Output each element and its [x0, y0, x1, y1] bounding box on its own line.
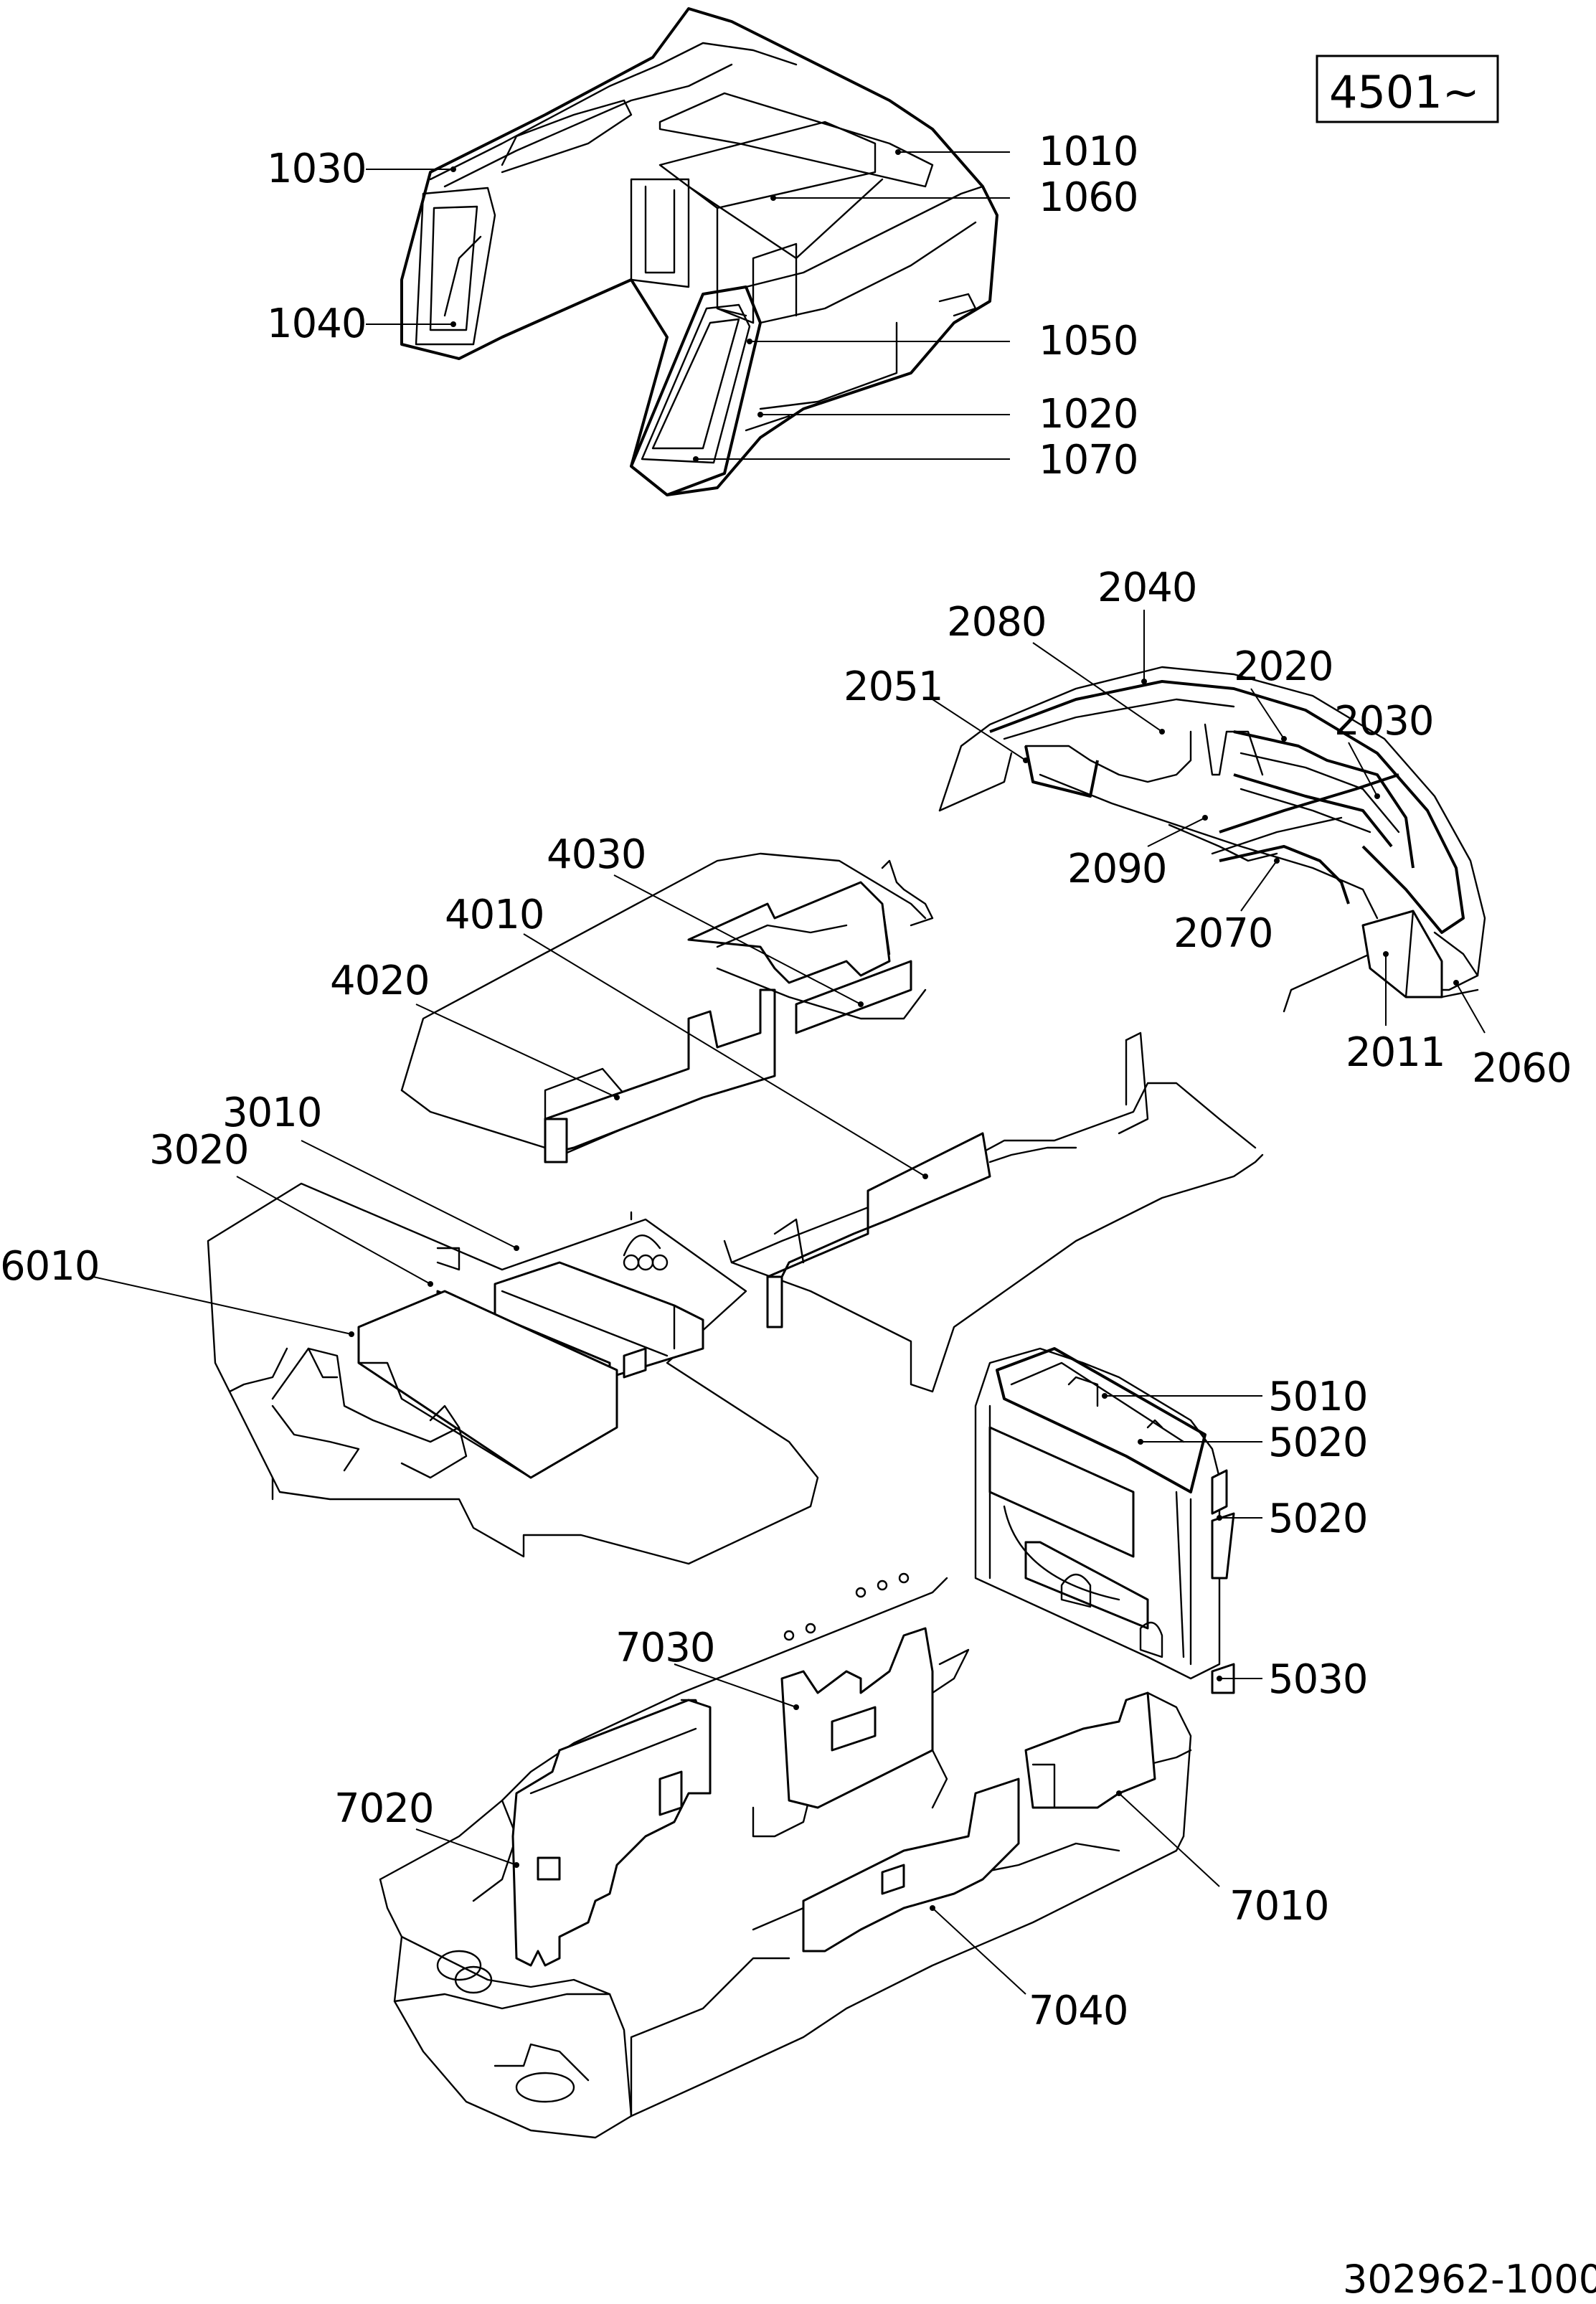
- callout-5020-upper: 5020: [1268, 1420, 1368, 1466]
- callout-1020: 1020: [1039, 391, 1138, 438]
- part-group-1000-cab: [400, 7, 998, 496]
- callout-1070: 1070: [1039, 437, 1138, 483]
- callout-1030: 1030: [267, 146, 367, 192]
- callout-2020: 2020: [1234, 643, 1333, 690]
- leader-lines: [93, 149, 1486, 1995]
- callout-7040: 7040: [1029, 1988, 1128, 2034]
- callout-5020-lower: 5020: [1268, 1496, 1368, 1542]
- callout-4020: 4020: [330, 958, 430, 1004]
- callout-1010: 1010: [1039, 128, 1138, 175]
- callout-3020: 3020: [149, 1127, 249, 1174]
- callout-2070: 2070: [1174, 910, 1273, 957]
- part-group-5000-panel: [974, 1347, 1235, 1694]
- callout-2080: 2080: [947, 599, 1047, 646]
- callout-7010: 7010: [1229, 1883, 1329, 1930]
- callout-7030: 7030: [615, 1625, 715, 1671]
- callout-2060: 2060: [1472, 1045, 1572, 1092]
- callout-labels: 1010 1060 1030 1040 1050 1020 1070 2040 …: [0, 128, 1572, 2034]
- callout-4030: 4030: [547, 831, 646, 878]
- part-group-2000-console: [938, 666, 1486, 1013]
- callout-7020: 7020: [334, 1785, 434, 1832]
- callout-4010: 4010: [445, 892, 544, 938]
- callout-5010: 5010: [1268, 1374, 1368, 1420]
- serial-range-label: 4501~: [1329, 66, 1480, 118]
- callout-3010: 3010: [222, 1090, 322, 1136]
- callout-1050: 1050: [1039, 318, 1138, 364]
- callout-5030: 5030: [1268, 1656, 1368, 1703]
- callout-2040: 2040: [1097, 565, 1197, 611]
- callout-2090: 2090: [1067, 846, 1167, 892]
- callout-6010: 6010: [0, 1243, 100, 1290]
- part-group-7000-base: [379, 1572, 1192, 2139]
- serial-range-box: 4501~: [1316, 55, 1499, 123]
- callout-2030: 2030: [1334, 698, 1434, 745]
- callout-1060: 1060: [1039, 174, 1138, 221]
- callout-2011: 2011: [1346, 1029, 1445, 1076]
- drawing-number: 302962-10001: [1343, 2257, 1596, 2302]
- callout-1040: 1040: [267, 301, 367, 347]
- part-group-4000: [400, 852, 1264, 1393]
- part-group-3000-floor: [207, 1182, 819, 1565]
- callout-2051: 2051: [844, 664, 943, 710]
